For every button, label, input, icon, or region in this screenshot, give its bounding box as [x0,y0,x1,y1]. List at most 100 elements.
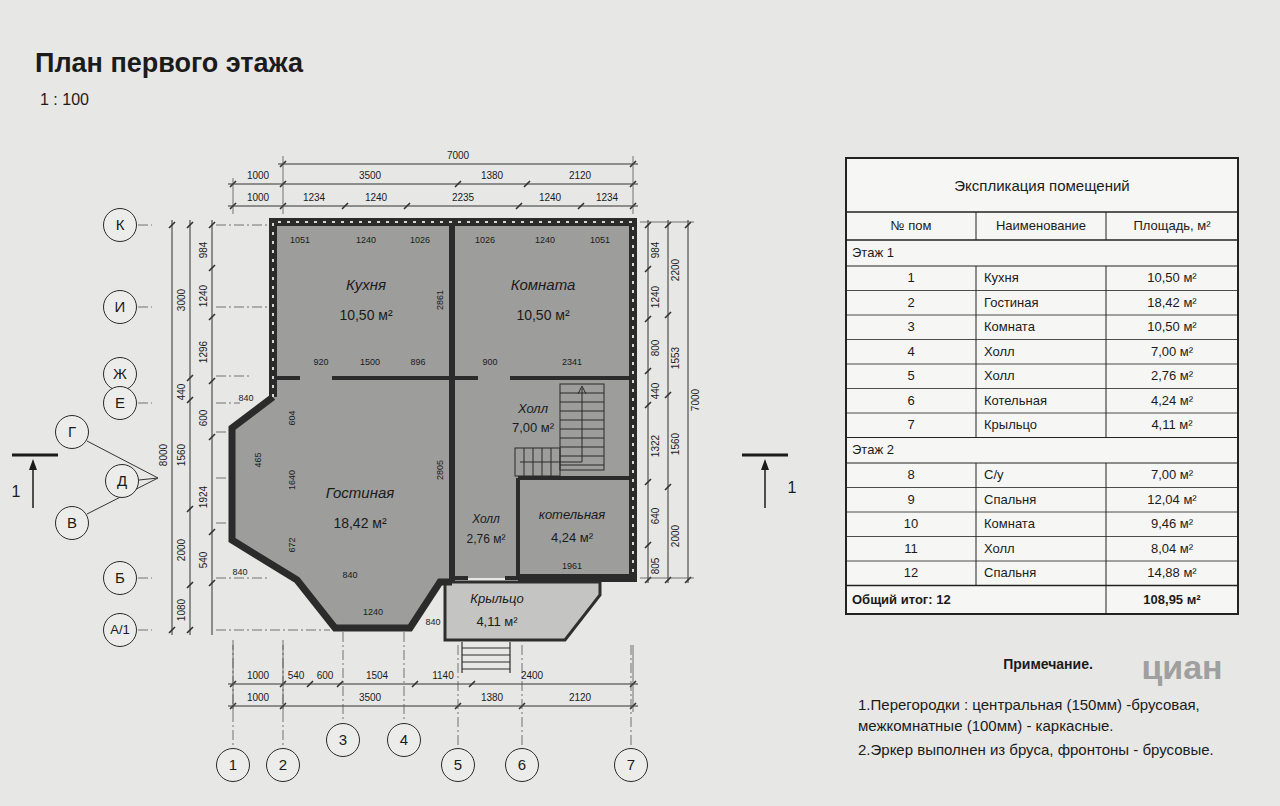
dimension-text: 896 [410,357,425,367]
watermark: циан [1141,648,1222,687]
axis-bubble: 3 [326,723,360,757]
axis-bubble: 5 [441,748,475,782]
dimension-text: 1026 [475,235,495,245]
table-cell: 8 [907,468,914,483]
axis-name: 7 [627,756,635,773]
dimension-text: 600 [317,670,334,682]
dimension-text: 1240 [539,192,561,204]
note-text: 1.Перегородки : центральная (150мм) -бру… [858,694,1243,736]
dimension-text: 2120 [569,170,591,182]
table-cell: 10,50 м² [1147,271,1196,286]
dimension-text: 1240 [650,286,662,308]
room-label: Комната10,50 м² [509,275,578,324]
dimension-text: 1026 [410,235,430,245]
dimension-text: 2400 [521,670,543,682]
axis-name: Д [117,472,127,489]
table-cell: 9 [907,492,914,507]
dimension-text: 1240 [198,285,210,307]
dimension-text: 840 [425,617,440,627]
dimension-text: 7000 [690,389,702,411]
plan-title: План первого этажа [35,48,303,79]
dimension-text: 1380 [481,170,503,182]
room-name: Холл [472,513,500,527]
dimension-text: 805 [650,558,662,575]
dimension-text: 2200 [670,259,682,281]
axis-lines [138,225,631,747]
dimension-text: 2805 [435,460,445,480]
table-cell: 6 [907,393,914,408]
table-cell: 10 [904,517,918,532]
axis-name: 6 [518,756,526,773]
room-label: Холл2,76 м² [465,512,508,548]
dimension-text: 840 [232,567,247,577]
note-heading: Примечание. [1003,656,1093,672]
room-label: Крыльцо4,11 м² [468,591,525,631]
axis-bubble: 1 [216,748,250,782]
axis-bubble: 6 [505,748,539,782]
dimension-text: 1240 [535,235,555,245]
dimension-text: 640 [650,508,662,525]
dimension-text: 1296 [198,341,210,363]
dimension-text: 1234 [303,192,325,204]
axis-bubble: Д [105,464,139,498]
dimension-text: 2235 [452,192,474,204]
table-cell: Наименование [996,219,1086,234]
table-cell: Комната [984,320,1035,335]
table-cell: 5 [907,369,914,384]
room-area: 4,24 м² [551,531,593,546]
axis-bubble: В [55,506,89,540]
dimension-text: 2861 [435,290,445,310]
dimension-text: 1234 [596,192,618,204]
section-number: 1 [788,479,797,497]
walls [232,222,633,628]
dimension-text: 984 [198,242,210,259]
axis-bubble: 4 [387,723,421,757]
table-cell: 8,04 м² [1151,541,1193,556]
dimension-text: 440 [176,384,188,401]
axis-name: Г [68,423,76,440]
dimension-text: 540 [198,552,210,569]
dimension-text: 1924 [198,486,210,508]
dimension-text: 600 [198,410,210,427]
axis-name: В [67,514,77,531]
axis-bubble: И [103,290,137,324]
dimension-text: 2000 [670,525,682,547]
table-cell: Крыльцо [984,418,1037,433]
axis-name: Е [115,394,125,411]
table-cell: Холл [984,541,1015,556]
table-cell: С/у [984,468,1004,483]
room-label: Гостиная18,42 м² [324,483,397,532]
table-cell: Спальня [984,566,1036,581]
table-cell: 2 [907,295,914,310]
axis-bubble: 2 [266,748,300,782]
axis-name: Ж [113,365,127,382]
scale-text: 1 : 100 [40,91,89,109]
axis-leaders [87,441,158,514]
axis-name: К [116,216,125,233]
table-cell: Холл [984,344,1015,359]
table-cell: 2,76 м² [1151,369,1193,384]
dimension-text: 3000 [176,289,188,311]
dimension-text: 1504 [366,670,388,682]
section-number: 1 [12,483,21,501]
table-cell: 4,11 м² [1151,418,1192,433]
dimension-text: 3500 [359,170,381,182]
room-label: Холл7,00 м² [510,401,556,437]
dimension-text: 840 [238,393,253,403]
dimension-text: 840 [342,570,357,580]
dimension-text: 2120 [569,692,591,704]
room-area: 10,50 м² [516,308,569,324]
table-cell: Экспликация помещений [954,177,1129,194]
room-area: 10,50 м² [339,308,392,324]
dimension-text: 1500 [360,357,380,367]
explication-table [846,158,1238,614]
table-cell: Комната [984,517,1035,532]
table-cell: Этаж 2 [852,443,894,458]
dimension-text: 465 [253,452,263,467]
dimension-text: 920 [313,357,328,367]
table-cell: Кухня [984,271,1019,286]
dimension-text: 1560 [176,444,188,466]
axis-bubble: Е [103,386,137,420]
dimension-text: 604 [287,410,297,425]
table-cell: 3 [907,320,914,335]
